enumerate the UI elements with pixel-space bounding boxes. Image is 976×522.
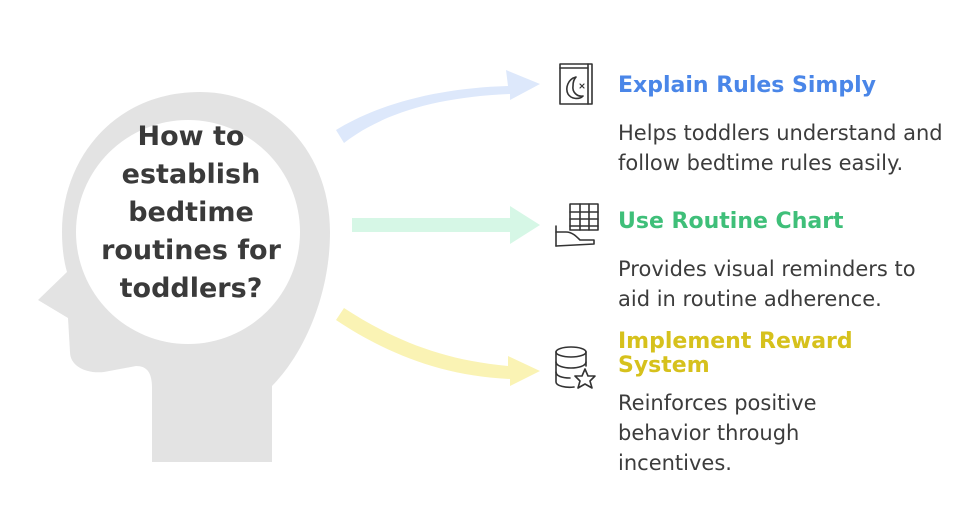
item-title-routine-chart: Use Routine Chart [618,209,844,234]
arrow-explain-rules [336,70,540,143]
central-question: How to establish bedtime routines for to… [101,121,281,304]
item-desc-routine-chart: Provides visual reminders to aid in rout… [618,257,916,311]
item-title-explain-rules: Explain Rules Simply [618,73,876,98]
item-title-reward-system: Implement Reward System [618,329,853,378]
item-desc-reward-system: Reinforces positive behavior through inc… [618,391,817,475]
head-inner-circle [76,120,300,344]
arrow-reward-system [336,308,540,386]
arrow-routine-chart [352,206,540,244]
chart-hand-icon [555,203,599,247]
database-star-icon [555,346,596,389]
item-desc-explain-rules: Helps toddlers understand and follow bed… [618,121,943,175]
moon-book-icon [559,63,593,105]
